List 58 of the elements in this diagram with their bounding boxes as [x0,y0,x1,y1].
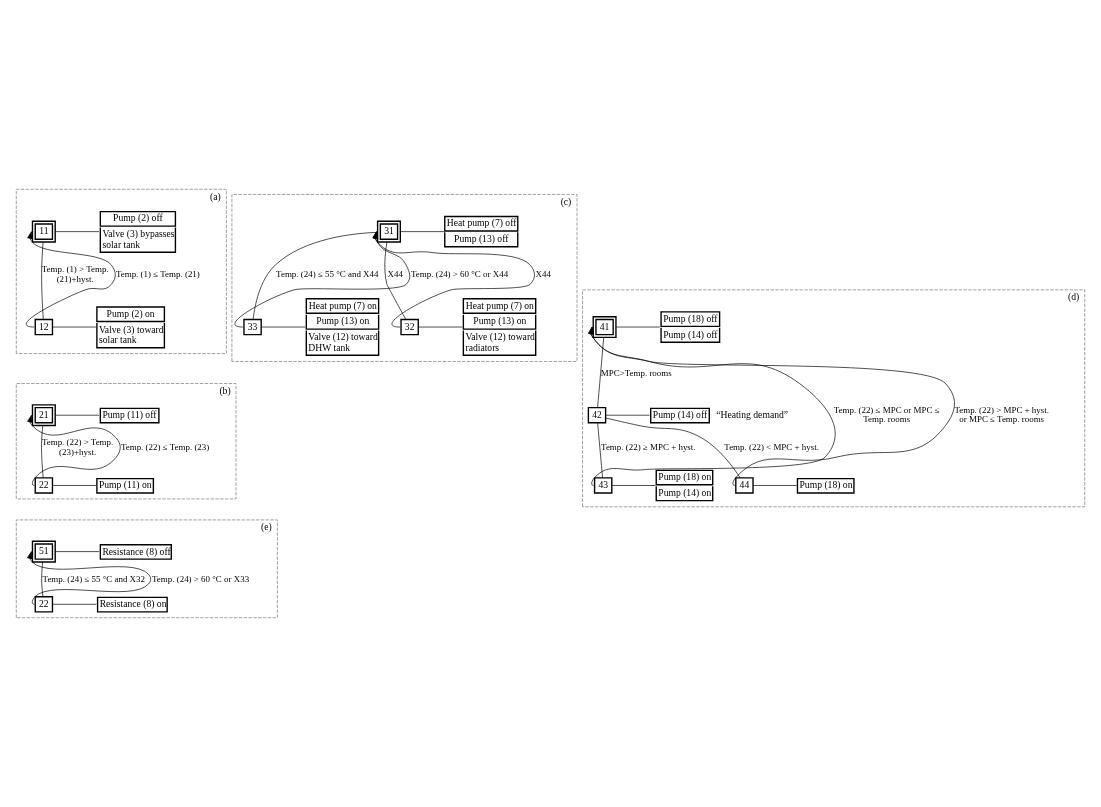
node-box: 42 [587,406,607,424]
node-box: Pump (18) on [796,477,855,494]
connector [597,422,603,479]
edge-label: Temp. (1) ≤ Temp. (21) [115,269,200,280]
connector [41,425,44,479]
connector [605,414,650,416]
connector [384,241,407,320]
node-box: 33 [243,318,262,336]
arrow [27,414,121,486]
edge-label: Temp. (22) > Temp. (23)+hyst. [41,437,114,457]
node-box: Pump (11) off [99,407,160,424]
connector [52,485,97,486]
connector [41,241,44,320]
node-box: Resistance (8) on [96,596,168,613]
edge-label: X44 [387,269,403,280]
connector [400,231,445,232]
connector [52,603,97,605]
edge-label: Temp. (22) < MPC + hyst. [724,441,819,452]
connector [252,232,378,320]
edge-label: Temp. (24) > 60 °C or X44 [411,269,509,280]
edge-label: Temp. (1) > Temp. (21)+hyst. [41,264,109,284]
arrow [588,326,955,486]
connector [55,231,100,232]
connector [752,485,797,486]
edge-label: Temp. (24) ≤ 55 °C and X44 [276,269,379,280]
edge-label: MPC>Temp. rooms [600,367,672,378]
connector [605,417,741,479]
node-box: 22 [34,477,54,494]
node-box: Pump (14) off [650,407,710,424]
node-box: 12 [34,318,54,336]
node-box: 22 [34,596,54,613]
edge-label: Temp. (24) ≤ 55 °C and X32 [42,573,146,584]
edge-label: Temp. (24) > 60 °C or X33 [152,573,250,584]
connector [611,485,656,486]
node-box: Resistance (8) off [99,544,172,560]
node-box: 43 [593,477,613,494]
arrow [27,551,152,605]
edge-label: Temp. (22) ≤ MPC or MPC ≤ Temp. rooms [833,404,940,425]
node-box: 44 [735,477,754,494]
arrow [234,231,411,328]
edge-label: X44 [535,269,551,280]
edge-label: Temp. (22) ≤ Temp. (23) [120,441,210,452]
arrow [588,326,836,486]
edge-label: Temp. (22) ≥ MPC + hyst. [601,441,696,452]
node-label: “Heating demand” [716,409,789,421]
connector [41,561,44,598]
connector [597,337,605,408]
node-box: 32 [400,318,419,336]
connector [52,326,97,328]
connector [54,551,100,552]
arrow [26,231,116,328]
arrow [372,231,535,328]
connector [615,326,661,328]
edge-label: Temp. (22) > MPC + hyst. or MPC ≤ Temp. rooms [954,404,1050,425]
node-box: Pump (11) on [96,477,155,494]
connector [55,414,100,416]
connector [260,326,306,328]
connector [418,326,463,328]
